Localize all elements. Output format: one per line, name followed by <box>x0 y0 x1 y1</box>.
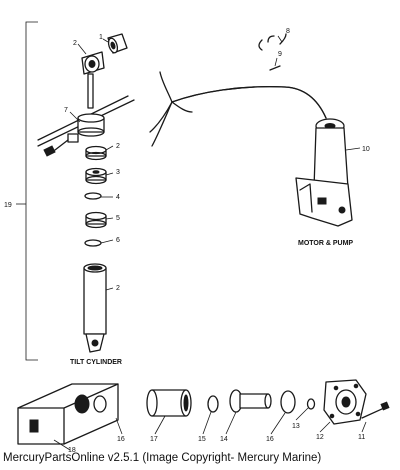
callout-4: 4 <box>116 194 120 201</box>
callout-5: 5 <box>116 215 120 222</box>
leader-lines <box>53 35 367 451</box>
part-1-bushing[interactable] <box>107 33 128 54</box>
callout-14: 14 <box>220 436 228 443</box>
part-3-piston[interactable] <box>85 167 107 185</box>
part-6-o-ring[interactable] <box>84 239 102 247</box>
part-9-screw[interactable] <box>269 65 281 71</box>
part-2-tilt-cylinder-body[interactable] <box>83 263 107 353</box>
callout-16-right: 16 <box>266 436 274 443</box>
callout-numbers: 1 2 7 2 3 4 5 6 2 19 8 9 10 16 17 15 14 … <box>4 28 370 454</box>
part-12-end-cover[interactable] <box>323 379 367 425</box>
part-13-small-ring[interactable] <box>306 398 316 410</box>
part-17-sleeve[interactable] <box>146 389 192 417</box>
callout-2-eye: 2 <box>73 40 77 47</box>
tilt-cylinder-assembly-bracket <box>16 21 38 361</box>
callout-13: 13 <box>292 423 300 430</box>
part-15-o-ring[interactable] <box>207 395 219 413</box>
part-14-shaft[interactable] <box>229 389 272 413</box>
caption-tilt-cylinder: TILT CYLINDER <box>70 359 122 366</box>
callout-17: 17 <box>150 436 158 443</box>
part-11-bolt[interactable] <box>361 401 390 419</box>
part-7-cylinder-cap[interactable] <box>37 95 135 157</box>
part-4-o-ring[interactable] <box>84 192 102 200</box>
part-2-eye-shaft[interactable] <box>81 51 105 109</box>
callout-8: 8 <box>286 28 290 35</box>
callout-10: 10 <box>362 146 370 153</box>
part-2-piston-upper[interactable] <box>85 145 107 161</box>
part-5-seal-cap[interactable] <box>85 211 107 229</box>
part-10-motor-pump[interactable] <box>149 71 353 227</box>
callout-6: 6 <box>116 237 120 244</box>
callout-2-cylinder: 2 <box>116 285 120 292</box>
callout-11: 11 <box>358 434 365 441</box>
copyright-footer: MercuryPartsOnline v2.5.1 (Image Copyrig… <box>3 452 322 464</box>
callout-15: 15 <box>198 436 206 443</box>
callout-7: 7 <box>64 107 68 114</box>
callout-9: 9 <box>278 51 282 58</box>
callout-3: 3 <box>116 169 120 176</box>
part-8-clips[interactable] <box>258 33 287 51</box>
part-18-manifold[interactable] <box>17 383 119 445</box>
callout-12: 12 <box>316 434 324 441</box>
callout-19: 19 <box>4 202 12 209</box>
caption-motor-pump: MOTOR & PUMP <box>298 240 353 247</box>
part-16-o-ring-right[interactable] <box>280 390 296 414</box>
callout-1: 1 <box>99 34 103 41</box>
callout-18: 18 <box>68 447 76 454</box>
callout-16-left: 16 <box>117 436 125 443</box>
callout-2-piston: 2 <box>116 143 120 150</box>
